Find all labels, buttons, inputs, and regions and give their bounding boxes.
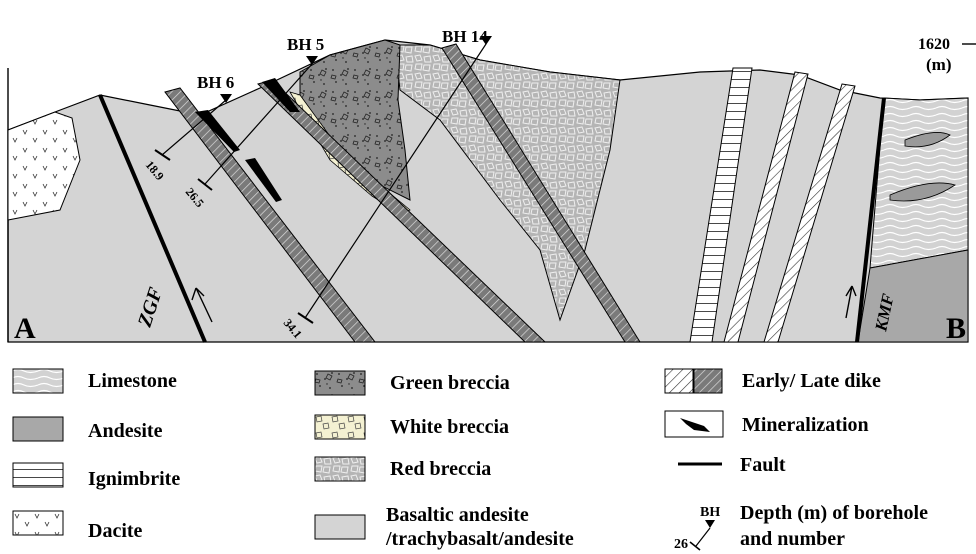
borehole-6-label: BH 6 (197, 73, 234, 92)
limestone-body (870, 98, 968, 268)
limestone-swatch (12, 368, 64, 394)
mineralization-swatch (664, 410, 724, 438)
borehole-depth-example-code: BH (700, 505, 720, 520)
section-end-a: A (14, 312, 36, 345)
red-breccia-label: Red breccia (390, 458, 491, 480)
basaltic-andesite-swatch (314, 514, 366, 540)
borehole-depth-label-line1: Depth (m) of borehole (740, 502, 928, 524)
borehole-depth-swatch: BH 26 (674, 502, 730, 552)
elevation-unit: (m) (926, 55, 951, 74)
elevation-label: 1620 (918, 36, 950, 53)
fault-label: Fault (740, 454, 786, 476)
mineralization-label: Mineralization (742, 414, 869, 436)
white-breccia-label: White breccia (390, 416, 509, 438)
dacite-swatch (12, 510, 64, 536)
dacite-label: Dacite (88, 520, 142, 542)
limestone-label: Limestone (88, 370, 177, 392)
fault-swatch (678, 458, 724, 470)
andesite-label: Andesite (88, 420, 162, 442)
andesite-swatch (12, 416, 64, 442)
basaltic-andesite-label-line2: /trachybasalt/andesite (386, 528, 574, 550)
green-breccia-label: Green breccia (390, 372, 510, 394)
dike-swatch (664, 368, 724, 394)
section-end-b: B (946, 312, 966, 345)
borehole-depth-label-line2: and number (740, 528, 845, 550)
ignimbrite-label: Ignimbrite (88, 468, 180, 490)
basaltic-andesite-label-line1: Basaltic andesite (386, 504, 529, 526)
borehole-depth-example-value: 26 (674, 537, 688, 552)
ignimbrite-swatch (12, 462, 64, 488)
red-breccia-swatch (314, 456, 366, 482)
dike-label: Early/ Late dike (742, 370, 881, 392)
white-breccia-swatch (314, 414, 366, 440)
borehole-5-label: BH 5 (287, 35, 324, 54)
borehole-14-label: BH 14 (442, 27, 488, 46)
green-breccia-swatch (314, 370, 366, 396)
